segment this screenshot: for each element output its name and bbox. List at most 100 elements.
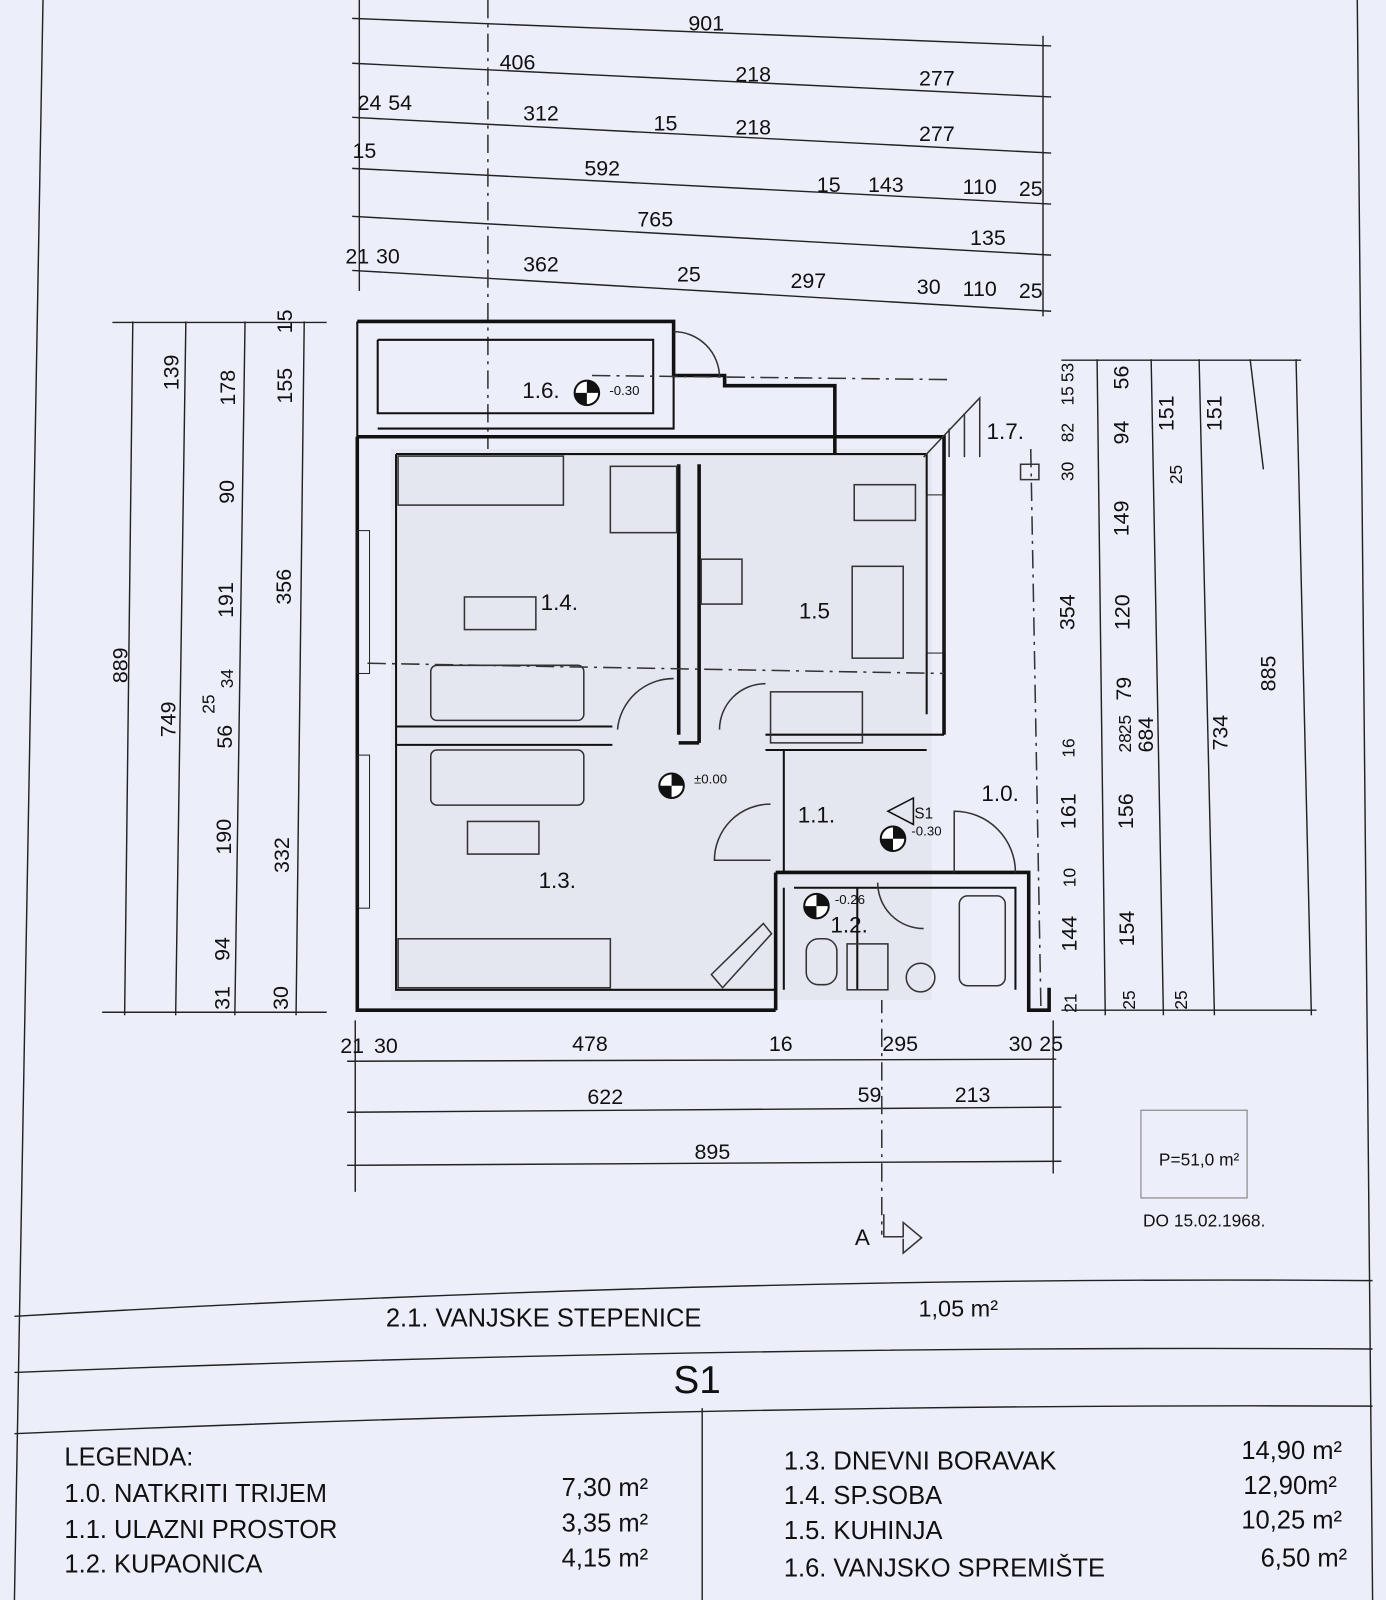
- dimension-label: 25: [198, 694, 218, 713]
- dimension-label: 295: [882, 1032, 918, 1056]
- level-marker-main: ±0.00: [658, 772, 727, 799]
- dimension-label: 15: [353, 139, 377, 163]
- dimension-label: 15: [1058, 386, 1078, 405]
- dimension-label: 1.5. KUHINJA: [784, 1517, 943, 1545]
- area-box-value: P=51,0 m²: [1159, 1149, 1240, 1169]
- dimension-label: 901: [688, 12, 724, 36]
- dimension-label: -0.30: [911, 824, 941, 839]
- dimension-label: 56: [1110, 366, 1134, 390]
- dimension-label: 28: [1115, 733, 1135, 752]
- top-dimension-lines: [352, 0, 1052, 674]
- dimension-label: 25: [1019, 279, 1043, 303]
- dimension-label: 30: [376, 244, 400, 268]
- dimension-label: 218: [735, 116, 771, 140]
- dimension-label: 149: [1110, 501, 1134, 537]
- bottom-dimension-labels: 21 30 478 16 295 30 25 622 59 213 895: [340, 1032, 1063, 1164]
- dimension-label: 25: [1019, 177, 1043, 201]
- dimension-label: 885: [1257, 656, 1281, 692]
- section-cut-marker: A: [855, 1214, 923, 1255]
- dimension-label: 30: [1009, 1032, 1033, 1056]
- dimension-label: 15: [273, 310, 297, 334]
- dimension-label: 478: [572, 1032, 608, 1056]
- section-arrow-icon: [883, 1214, 923, 1255]
- dimension-label: -0.26: [835, 892, 865, 907]
- dimension-label: 765: [637, 208, 673, 232]
- dimension-label: 30: [269, 986, 293, 1010]
- dimension-label: 25: [1115, 715, 1135, 734]
- date-note: DO 15.02.1968.: [1143, 1211, 1265, 1231]
- dimension-label: 354: [1056, 594, 1080, 630]
- level-marker-entry: -0.30: [879, 824, 942, 853]
- dimension-label: 218: [735, 63, 771, 87]
- dimension-label: 25: [1039, 1032, 1063, 1056]
- dimension-label: 155: [273, 368, 297, 404]
- dimension-label: 82: [1058, 423, 1078, 442]
- area-box: [1140, 1109, 1248, 1199]
- dimension-label: 54: [388, 91, 412, 115]
- dimension-label: 406: [500, 50, 536, 74]
- dimension-label: 21: [345, 244, 369, 268]
- room-label-1-7: 1.7.: [987, 419, 1024, 444]
- dimension-label: 31: [211, 986, 235, 1010]
- dimension-label: 151: [1203, 395, 1227, 431]
- dimension-label: 30: [917, 275, 941, 299]
- dimension-label: 356: [272, 569, 296, 605]
- dimension-label: 144: [1058, 916, 1082, 952]
- dimension-label: 10,25 m²: [1241, 1507, 1342, 1535]
- dimension-label: 362: [523, 252, 559, 276]
- dimension-label: 889: [109, 647, 133, 683]
- dimension-label: 7,30 m²: [562, 1474, 648, 1502]
- dimension-label: 21: [340, 1034, 364, 1058]
- dimension-label: 25: [1171, 990, 1191, 1009]
- dimension-label: 213: [955, 1083, 991, 1107]
- dimension-label: 156: [1114, 793, 1138, 829]
- dimension-label: 53: [1058, 363, 1078, 382]
- dimension-label: 178: [216, 370, 240, 406]
- dimension-label: 120: [1111, 594, 1135, 630]
- dimension-label: 24: [358, 91, 382, 115]
- left-dimension-lines: [102, 321, 327, 1016]
- right-dimension-lines: [1061, 359, 1317, 1016]
- level-marker-bath: -0.26: [803, 892, 865, 920]
- dimension-label: 25: [677, 263, 701, 287]
- dimension-label: 10: [1060, 868, 1080, 887]
- dimension-label: 734: [1209, 715, 1233, 751]
- dimension-label: 56: [213, 725, 237, 749]
- dimension-label: 143: [868, 173, 904, 197]
- dimension-label: 277: [919, 122, 955, 146]
- extra-row-label: 2.1. VANJSKE STEPENICE: [386, 1305, 702, 1333]
- dimension-label: 139: [160, 355, 184, 391]
- dimension-label: 332: [270, 837, 294, 873]
- dimension-label: 94: [211, 937, 235, 961]
- dimension-label: 79: [1112, 677, 1136, 701]
- dimension-label: 161: [1057, 793, 1081, 829]
- dimension-label: -0.30: [609, 383, 639, 398]
- dimension-label: 1.2. KUPAONICA: [64, 1550, 262, 1578]
- room-label-1-1: 1.1.: [798, 802, 835, 827]
- dimension-label: 191: [214, 582, 238, 618]
- dimension-label: 94: [1110, 421, 1134, 445]
- room-label-1-2: 1.2.: [830, 913, 867, 938]
- dimension-label: 4,15 m²: [562, 1544, 648, 1572]
- entry-marker-label: S1: [914, 805, 933, 822]
- room-label-1-0: 1.0.: [981, 781, 1018, 806]
- room-label-1-5: 1.5: [799, 598, 830, 623]
- dimension-label: 154: [1115, 911, 1139, 947]
- bottom-dimension-lines: [347, 994, 1062, 1235]
- dimension-label: 592: [584, 157, 620, 181]
- dimension-label: 16: [1059, 738, 1079, 757]
- dimension-label: 21: [1061, 993, 1081, 1012]
- dimension-label: 1.6. VANJSKO SPREMIŠTE: [784, 1554, 1105, 1583]
- dimension-label: 59: [858, 1083, 882, 1107]
- dimension-label: 1.0. NATKRITI TRIJEM: [64, 1480, 327, 1508]
- level-marker-storage: -0.30: [573, 379, 640, 407]
- dimension-label: 14,90 m²: [1241, 1437, 1342, 1465]
- room-label-1-6: 1.6.: [522, 378, 559, 403]
- dimension-label: 16: [769, 1032, 793, 1056]
- legend-left: 1.0. NATKRITI TRIJEM 7,30 m² 1.1. ULAZNI…: [64, 1474, 648, 1579]
- dimension-label: 1.3. DNEVNI BORAVAK: [784, 1447, 1057, 1475]
- dimension-label: ±0.00: [694, 772, 727, 787]
- extra-row-area: 1,05 m²: [919, 1295, 999, 1321]
- sheet-border-right: [1356, 0, 1374, 1600]
